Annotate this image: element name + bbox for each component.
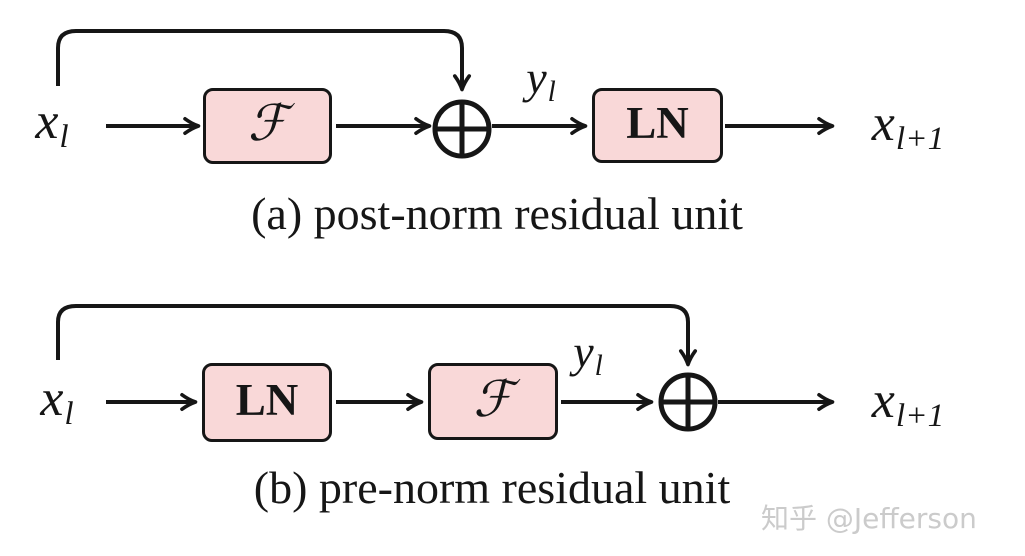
block-ln-b: LN — [202, 363, 332, 442]
label-x-l1-a-base: x — [871, 95, 895, 152]
label-x-l1-b-base: x — [871, 372, 895, 429]
label-x-l-b-base: x — [40, 370, 64, 427]
label-y-l-b: yl — [573, 326, 603, 381]
caption-a: (a) post-norm residual unit — [251, 188, 743, 239]
label-x-l1-b: xl+1 — [871, 372, 944, 433]
watermark-text: 知乎 @Jefferson — [761, 502, 977, 535]
label-x-l-b-sub: l — [64, 395, 74, 433]
label-y-l-b-base: y — [573, 326, 594, 377]
label-x-l-a-base: x — [35, 93, 59, 150]
block-ln-a-label: LN — [626, 98, 689, 148]
label-y-l-b-sub: l — [594, 350, 603, 383]
label-y-l-a: yl — [526, 52, 556, 107]
label-y-l-a-sub: l — [547, 76, 556, 109]
label-x-l-b: xl — [40, 370, 73, 431]
label-x-l-a-sub: l — [59, 118, 69, 156]
skip-connection-arrow-b — [56, 304, 697, 367]
label-x-l-a: xl — [35, 93, 68, 154]
block-f-a-label: ℱ — [247, 94, 288, 152]
block-f-b-label: ℱ — [473, 369, 513, 428]
add-circle-icon — [432, 99, 492, 159]
label-y-l-a-base: y — [526, 52, 547, 103]
skip-connection-arrow-a — [56, 29, 471, 92]
block-f-b: ℱ — [428, 363, 558, 440]
diagram-b-wires — [56, 304, 835, 432]
diagram-a-wires — [56, 29, 835, 159]
block-ln-b-label: LN — [235, 375, 299, 425]
block-f-a: ℱ — [203, 88, 332, 164]
label-x-l1-b-sub: l+1 — [895, 397, 945, 435]
label-x-l1-a-sub: l+1 — [895, 120, 945, 158]
block-ln-a: LN — [592, 88, 723, 163]
caption-b: (b) pre-norm residual unit — [253, 462, 731, 513]
label-x-l1-a: xl+1 — [871, 95, 944, 156]
add-circle-icon — [658, 372, 718, 432]
